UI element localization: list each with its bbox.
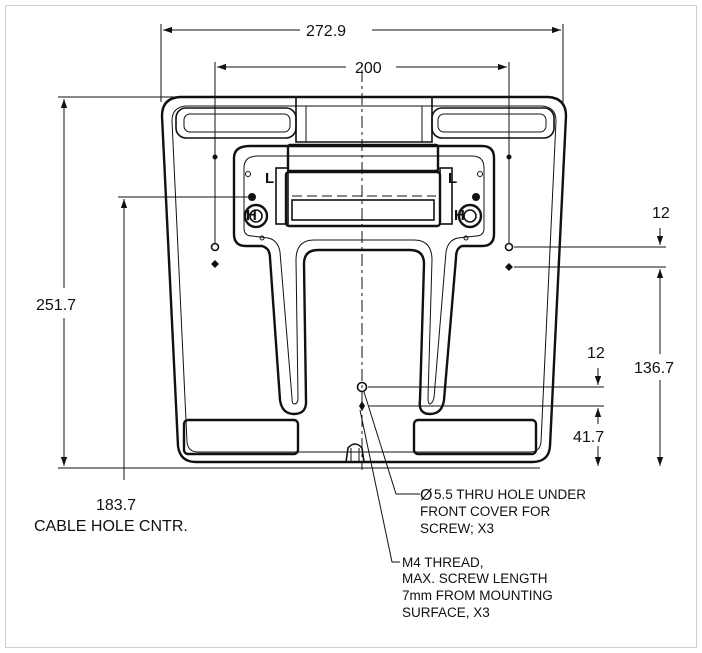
thread-note-line2: MAX. SCREW LENGTH — [402, 571, 548, 586]
dim-overall-height — [58, 96, 540, 469]
center-plate — [232, 143, 496, 416]
dim-cable-hole-value: 183.7 — [96, 497, 136, 514]
dim-center-offset — [368, 368, 604, 466]
dim-right-offset-label: 12 — [652, 205, 670, 222]
dim-right-height-label: 136.7 — [634, 360, 674, 377]
drawing-frame — [5, 5, 697, 648]
left-h-label: H — [246, 207, 257, 224]
leader-thru-hole — [363, 391, 420, 495]
dim-overall-height-label: 251.7 — [36, 297, 76, 314]
dim-cable-hole — [118, 196, 248, 480]
right-l-label: L — [448, 170, 457, 187]
dim-center-height-label: 41.7 — [573, 429, 604, 446]
thread-note-line3: 7mm FROM MOUNTING — [402, 588, 553, 603]
dim-overall-width — [160, 24, 564, 102]
diameter-symbol: Ø — [420, 487, 432, 504]
thru-hole-note-line1: 5.5 THRU HOLE UNDER — [434, 487, 586, 502]
thread-note-line1: M4 THREAD, — [402, 555, 484, 570]
dim-center-offset-label: 12 — [587, 345, 605, 362]
dim-cable-hole-label: CABLE HOLE CNTR. — [34, 518, 188, 535]
dim-overall-width-label: 272.9 — [306, 23, 346, 40]
dim-hole-spacing — [214, 62, 510, 244]
right-h-label: H — [454, 207, 465, 224]
leader-thread — [359, 409, 400, 563]
bracket-outline — [160, 95, 568, 464]
thru-hole-note-line2: FRONT COVER FOR — [420, 504, 551, 519]
left-l-label: L — [265, 170, 274, 187]
dim-right-offset — [514, 228, 666, 466]
thru-hole-note-line3: SCREW; X3 — [420, 521, 494, 536]
dim-hole-spacing-label: 200 — [355, 60, 382, 77]
thread-note-line4: SURFACE, X3 — [402, 605, 490, 620]
